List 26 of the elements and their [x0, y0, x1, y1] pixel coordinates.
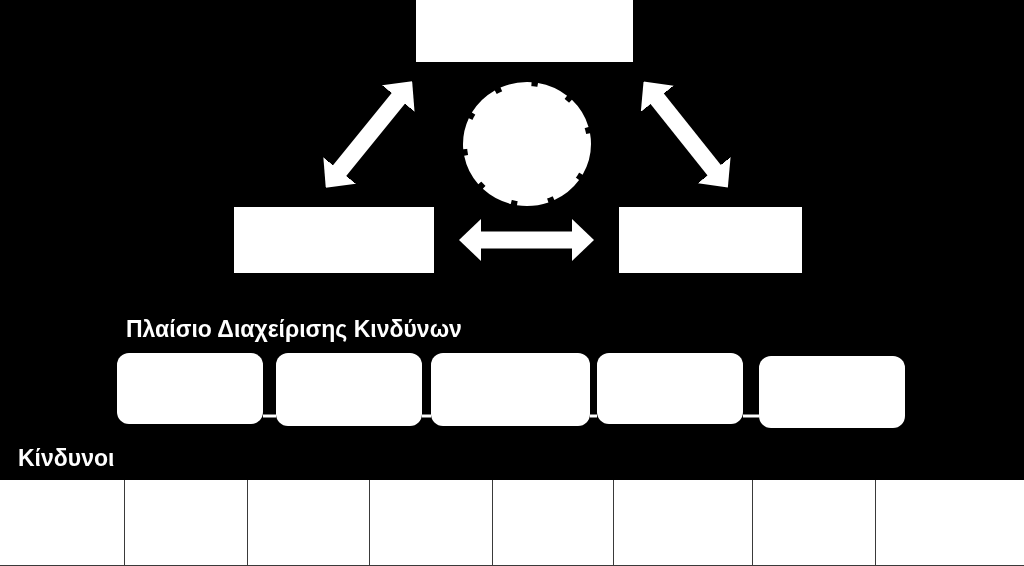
blank-cell — [613, 480, 752, 566]
double-headed-arrow — [323, 81, 415, 188]
connector-line — [743, 414, 759, 418]
rounded-rectangle — [117, 353, 263, 424]
blank-cell — [0, 480, 124, 566]
connector-line — [263, 414, 276, 418]
double-headed-arrow — [640, 81, 731, 188]
section-heading: Πλαίσιο Διαχείρισης Κινδύνων — [126, 316, 462, 344]
rounded-rectangle — [759, 356, 905, 428]
double-headed-arrow — [459, 219, 594, 261]
dashed-circle — [463, 82, 591, 206]
blank-cell — [247, 480, 369, 566]
blank-cell — [875, 480, 1024, 566]
blank-cell — [369, 480, 492, 566]
blank-rectangle — [619, 207, 802, 273]
rounded-rectangle — [597, 353, 743, 424]
blank-rectangle — [234, 207, 434, 273]
section-heading: Κίνδυνοι — [18, 445, 115, 473]
blank-rectangle — [416, 0, 633, 62]
connector-line — [590, 414, 597, 418]
blank-cell — [124, 480, 247, 566]
blank-cell — [492, 480, 613, 566]
rounded-rectangle — [276, 353, 422, 426]
blank-cell — [752, 480, 875, 566]
rounded-rectangle — [431, 353, 590, 426]
connector-line — [422, 414, 431, 418]
